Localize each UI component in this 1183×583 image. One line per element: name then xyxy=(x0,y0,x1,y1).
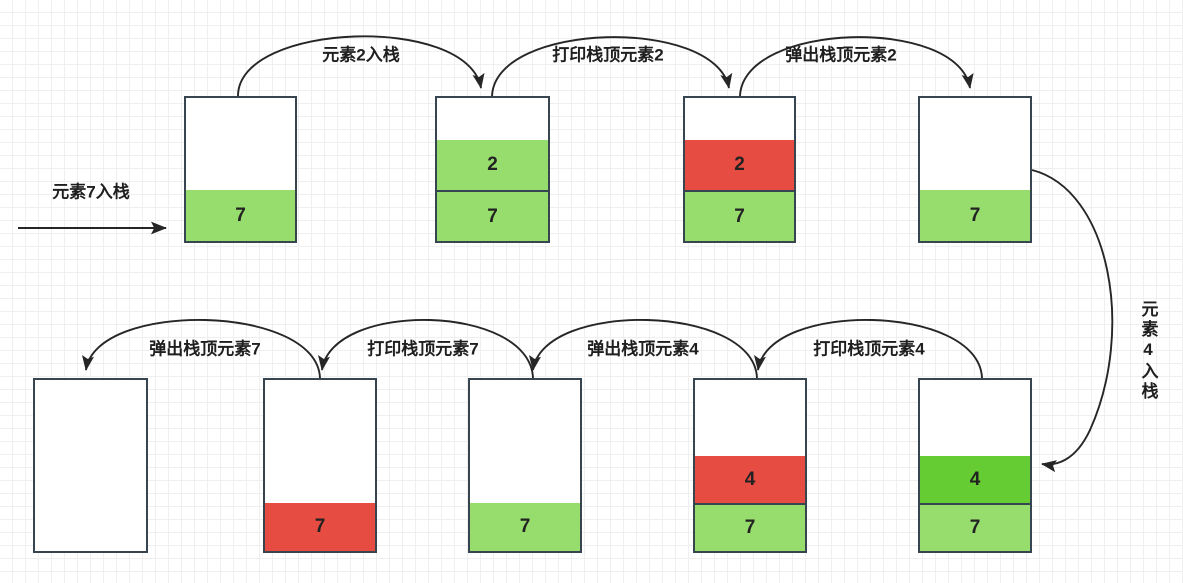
stack-cell: 4 xyxy=(920,456,1030,503)
edge-label: 打印栈顶元素2 xyxy=(552,45,664,65)
edge-label: 元素4入栈 xyxy=(1138,300,1158,402)
stack-cell: 7 xyxy=(695,503,805,551)
stack-cell: 7 xyxy=(685,190,794,241)
stack-box xyxy=(33,378,148,553)
stack-cell-value: 7 xyxy=(744,517,756,538)
edge-label: 元素2入栈 xyxy=(322,45,400,65)
stack-cell-value: 7 xyxy=(519,516,531,537)
stack-cell: 7 xyxy=(920,503,1030,551)
stack-cell-value: 7 xyxy=(969,204,981,226)
edge-label: 元素7入栈 xyxy=(52,182,130,202)
stack-cell-value: 2 xyxy=(487,154,498,175)
stack-cell: 7 xyxy=(437,190,548,241)
stack-cell-value: 4 xyxy=(744,468,756,490)
stack-cell-value: 4 xyxy=(969,468,981,490)
stack-cell-value: 7 xyxy=(734,205,745,227)
stack-box: 7 xyxy=(263,378,377,553)
stack-cell-value: 7 xyxy=(314,516,326,537)
stack-box: 7 xyxy=(468,378,582,553)
stack-cell-value: 7 xyxy=(235,204,246,226)
edge-label: 弹出栈顶元素2 xyxy=(785,45,897,65)
connector-push-4 xyxy=(1031,169,1114,473)
stack-cell-value: 7 xyxy=(487,205,498,227)
stack-cell: 7 xyxy=(186,190,295,241)
stack-cell-value: 7 xyxy=(969,517,981,538)
stack-cell: 4 xyxy=(695,456,805,503)
edge-label: 弹出栈顶元素4 xyxy=(587,339,699,359)
stack-cell: 2 xyxy=(685,140,794,190)
edge-label: 弹出栈顶元素7 xyxy=(149,339,261,359)
stack-cell: 2 xyxy=(437,140,548,190)
stack-cell: 7 xyxy=(470,503,580,551)
stack-box: 7 xyxy=(918,96,1032,243)
stack-cell: 7 xyxy=(920,190,1030,241)
stack-cell-value: 2 xyxy=(734,154,745,175)
edge-label: 打印栈顶元素7 xyxy=(367,339,479,359)
stack-cell: 7 xyxy=(265,503,375,551)
edge-label: 打印栈顶元素4 xyxy=(813,339,925,359)
stack-box: 7 xyxy=(184,96,297,243)
